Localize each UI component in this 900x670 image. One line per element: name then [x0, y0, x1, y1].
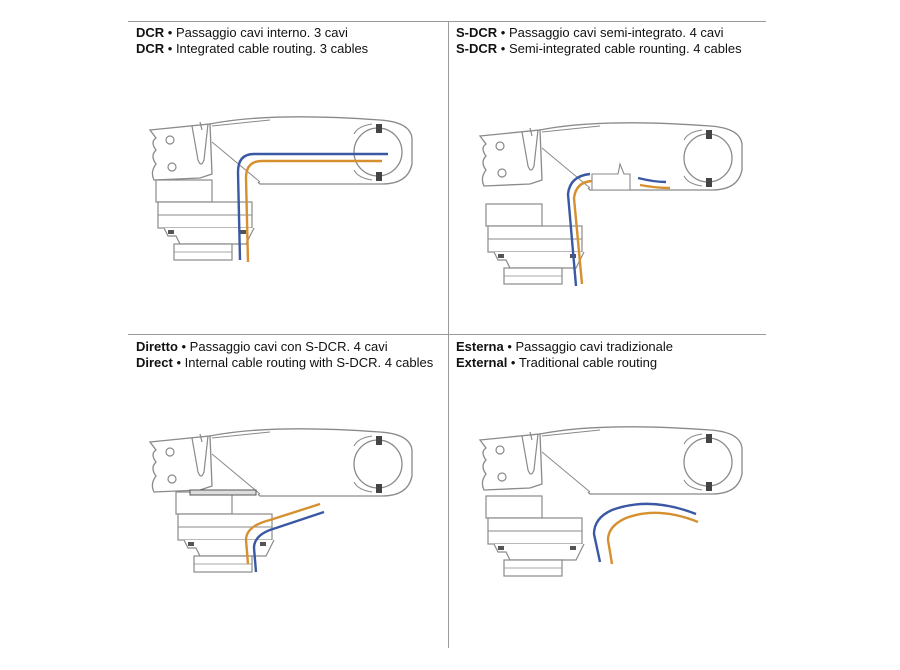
caption-english: External • Traditional cable routing — [456, 355, 658, 370]
caption-italian: S-DCR • Passaggio cavi semi-integrato. 4… — [456, 25, 724, 40]
caption-italian: Diretto • Passaggio cavi con S-DCR. 4 ca… — [136, 339, 388, 354]
panel-caption-external: Esterna • Passaggio cavi tradizionale Ex… — [456, 339, 772, 379]
caption-english: DCR • Integrated cable routing. 3 cables — [136, 41, 369, 56]
direct-stem-diagram — [149, 428, 413, 573]
caption-english: Direct • Internal cable routing with S-D… — [136, 355, 434, 370]
cable-blue — [566, 172, 591, 287]
cable-orange — [606, 511, 699, 565]
panel-caption-direct: Diretto • Passaggio cavi con S-DCR. 4 ca… — [136, 339, 452, 379]
cable-orange — [244, 159, 382, 263]
cable-blue — [252, 510, 325, 573]
cable-orange — [572, 179, 593, 285]
top-divider — [128, 21, 766, 22]
panel-caption-dcr: DCR • Passaggio cavi interno. 3 cavi DCR… — [136, 25, 452, 65]
cable-blue — [592, 502, 697, 563]
caption-english: S-DCR • Semi-integrated cable rounting. … — [456, 41, 742, 56]
caption-italian: Esterna • Passaggio cavi tradizionale — [456, 339, 674, 354]
middle-divider — [128, 334, 766, 335]
cable-orange — [639, 183, 671, 190]
cable-orange — [244, 502, 321, 565]
dcr-stem-diagram — [149, 116, 413, 263]
cable-blue — [236, 152, 388, 261]
external-stem-diagram — [479, 426, 743, 577]
vertical-divider — [448, 21, 449, 648]
s-dcr-stem-diagram — [479, 122, 743, 287]
caption-italian: DCR • Passaggio cavi interno. 3 cavi — [136, 25, 348, 40]
panel-caption-s-dcr: S-DCR • Passaggio cavi semi-integrato. 4… — [456, 25, 772, 65]
cable-blue — [637, 176, 667, 184]
